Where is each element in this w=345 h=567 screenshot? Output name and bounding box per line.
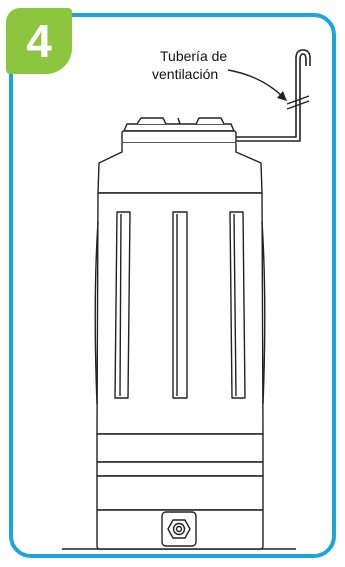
step-number-badge: 4 — [6, 8, 72, 74]
tank-side-right — [261, 221, 266, 405]
annotation-label-line1: Tubería de — [160, 48, 227, 64]
outlet-valve — [161, 511, 197, 547]
vent-pipe — [236, 49, 311, 138]
pipe-break-mark — [286, 95, 310, 105]
tank-lid — [121, 117, 237, 144]
tank-shoulder — [97, 143, 263, 194]
tank-base — [96, 433, 264, 550]
annotation-label-line2: ventilación — [152, 66, 218, 82]
tank-ribs — [114, 211, 246, 399]
annotation-arrow — [227, 69, 285, 99]
tank-side-left — [94, 221, 99, 405]
card-frame — [9, 13, 336, 558]
